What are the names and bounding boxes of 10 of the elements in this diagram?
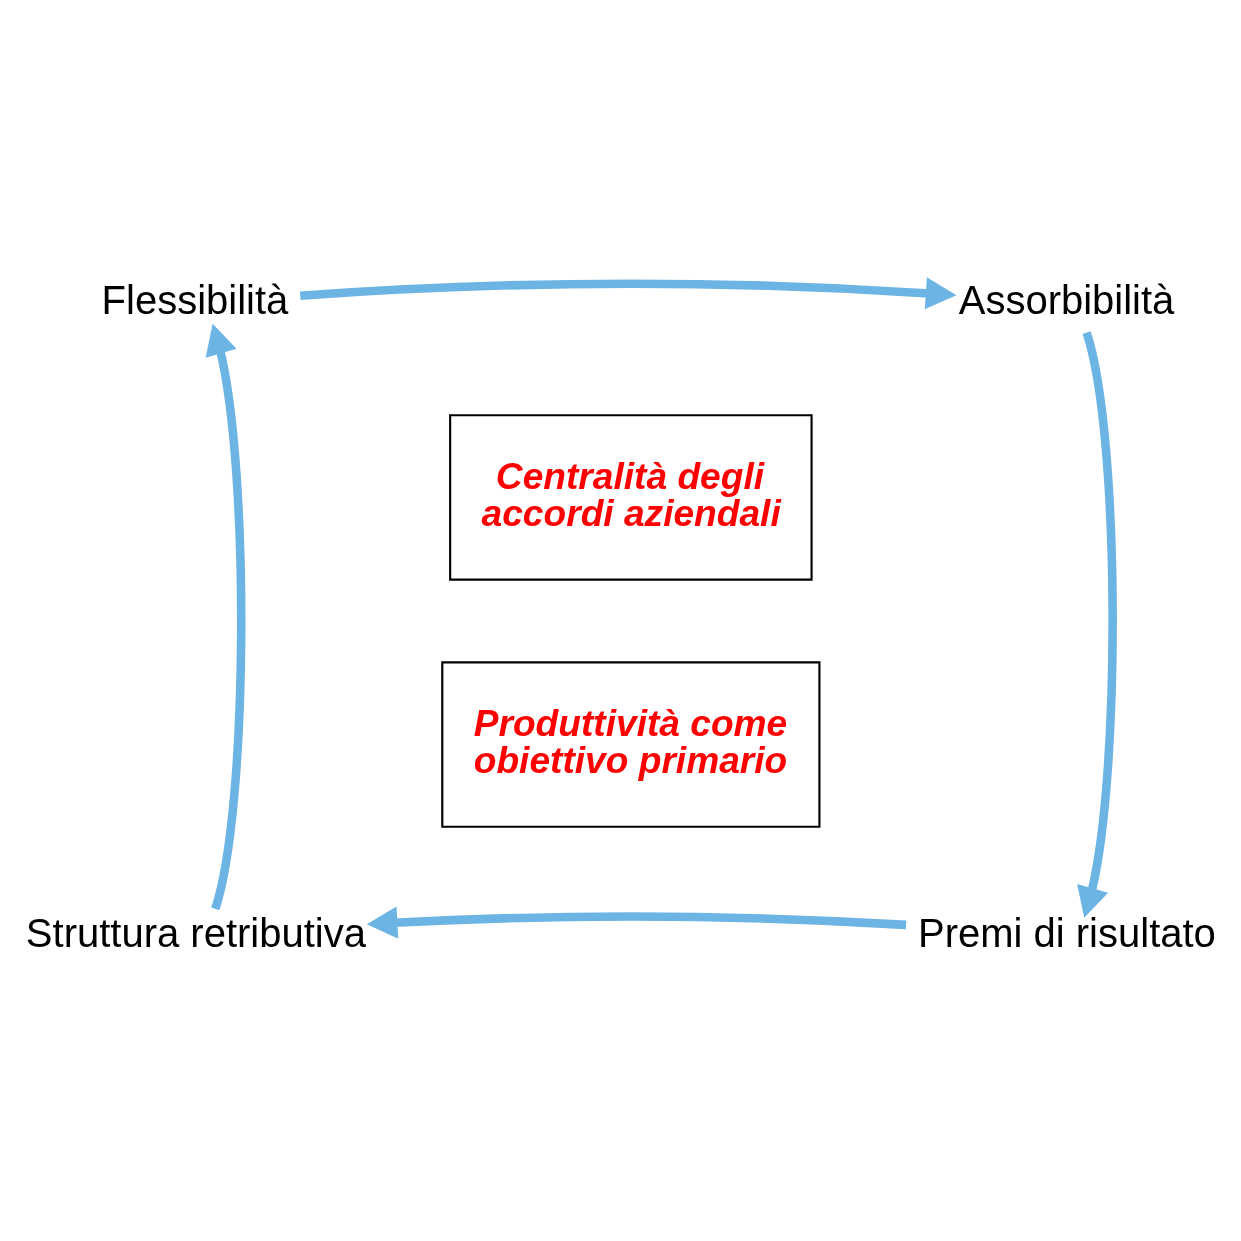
node-box: Produttività come obiettivo primario — [441, 660, 821, 828]
node-text: Flessibilità — [101, 277, 289, 322]
node-text: Assorbibilità — [958, 277, 1175, 322]
arrow — [366, 905, 907, 939]
node-text: Struttura retributiva — [25, 910, 366, 955]
arrow — [1077, 331, 1117, 918]
arrow — [205, 323, 246, 910]
node-text: Premi di risultato — [918, 910, 1216, 955]
node-box: Centralità degli accordi aziendali — [449, 413, 813, 581]
arrow — [299, 276, 957, 309]
